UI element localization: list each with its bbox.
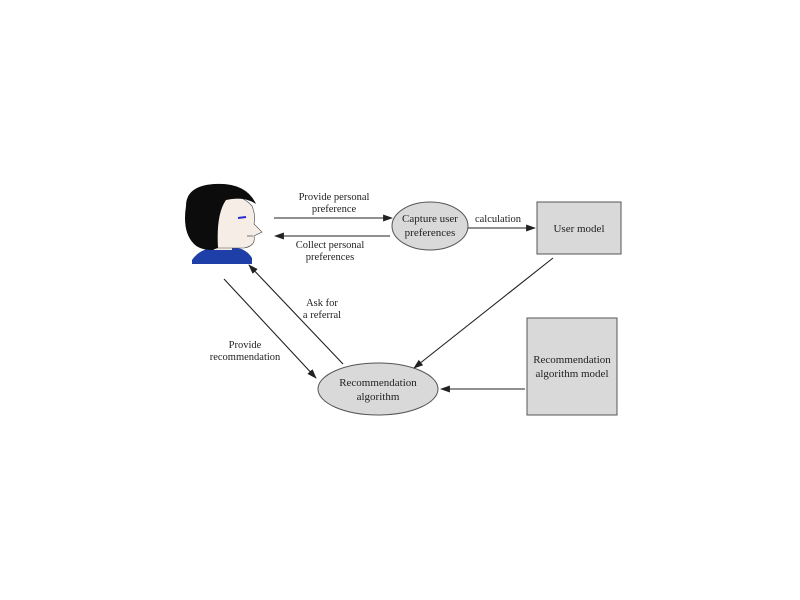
provide-preference-label-line2: preference xyxy=(312,204,357,215)
provide-recommendation-label-line2: recommendation xyxy=(210,352,281,363)
edge-provide-recommendation: Provide recommendation xyxy=(210,278,317,379)
user-avatar-icon xyxy=(185,183,263,264)
edge-provide-preference: Provide personal preference xyxy=(274,192,393,222)
collect-preferences-label-line2: preferences xyxy=(306,252,354,263)
capture-preferences-node: Capture user preferences xyxy=(391,201,469,251)
rec-model-label-line1: Recommendation xyxy=(533,354,611,366)
recommendation-algorithm-node: Recommendation algorithm xyxy=(317,362,439,416)
edge-calculation: calculation xyxy=(468,214,536,232)
ask-referral-label-line2: a referral xyxy=(303,310,341,321)
edge-ask-referral: Ask for a referral xyxy=(248,264,344,365)
capture-label-line1: Capture user xyxy=(402,213,458,225)
edge-collect-preferences: Collect personal preferences xyxy=(274,232,390,263)
user-model-label: User model xyxy=(553,223,604,235)
ask-referral-label-line1: Ask for xyxy=(306,298,338,309)
user-model-node: User model xyxy=(536,201,622,255)
provide-preference-label-line1: Provide personal xyxy=(299,192,370,203)
collect-preferences-label-line1: Collect personal xyxy=(296,240,365,251)
capture-label-line2: preferences xyxy=(405,227,456,239)
rec-model-label-line2: algorithm model xyxy=(535,368,608,380)
calculation-label: calculation xyxy=(475,214,522,225)
rec-algorithm-label-line2: algorithm xyxy=(357,391,400,403)
edge-user-model-to-algorithm xyxy=(413,257,554,369)
rec-algorithm-label-line1: Recommendation xyxy=(339,377,417,389)
recommendation-algorithm-model-node: Recommendation algorithm model xyxy=(526,317,618,416)
provide-recommendation-label-line1: Provide xyxy=(229,340,262,351)
